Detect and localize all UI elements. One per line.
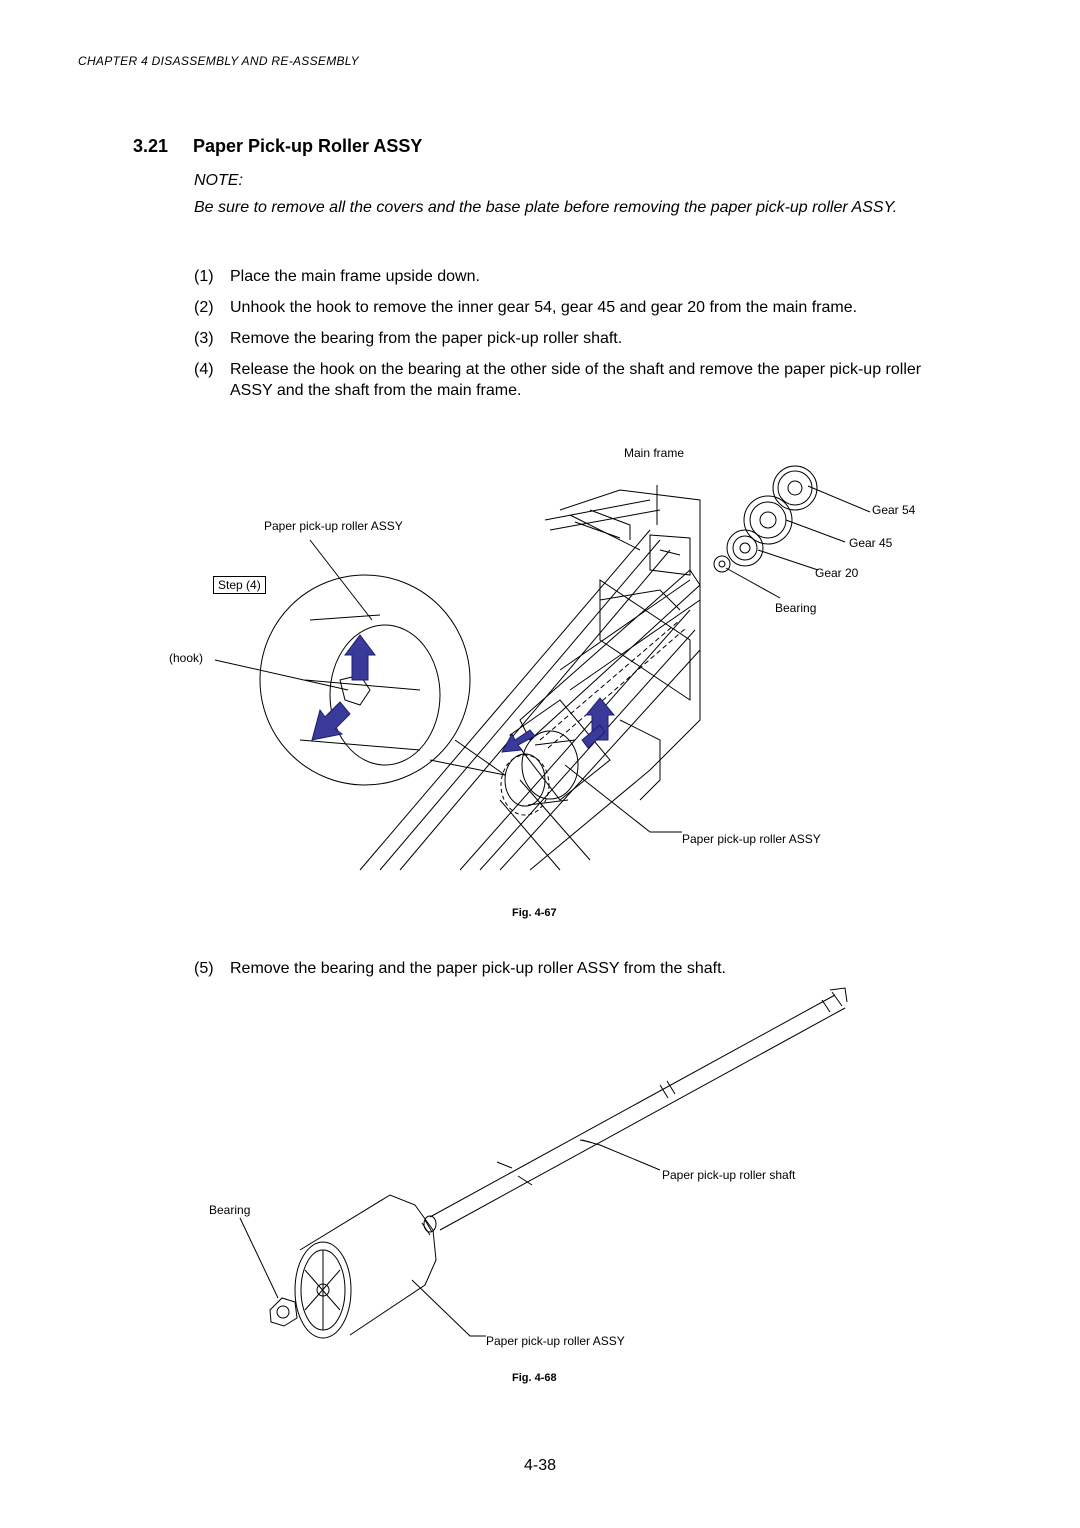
label-gear-54: Gear 54 bbox=[872, 503, 916, 517]
step-item: (2) Unhook the hook to remove the inner g… bbox=[194, 297, 954, 318]
leader-gear-20 bbox=[757, 549, 819, 571]
step-number: (4) bbox=[194, 361, 214, 378]
arrow-left-small-icon bbox=[501, 729, 536, 753]
figure-67-caption: Fig. 4-67 bbox=[512, 907, 557, 919]
label-bearing-68: Bearing bbox=[209, 1203, 250, 1217]
note-text: Be sure to remove all the covers and the… bbox=[194, 199, 898, 216]
step-number: (1) bbox=[194, 268, 214, 285]
chapter-header: CHAPTER 4 DISASSEMBLY AND RE-ASSEMBLY bbox=[78, 54, 359, 68]
section-title: Paper Pick-up Roller ASSY bbox=[193, 136, 423, 156]
arrow-up-icon bbox=[344, 634, 376, 681]
leader-hook bbox=[214, 659, 349, 691]
step-number: (5) bbox=[194, 960, 214, 977]
roller-body bbox=[299, 1194, 437, 1336]
label-roller-assy-top: Paper pick-up roller ASSY bbox=[264, 519, 403, 533]
label-bearing: Bearing bbox=[775, 601, 816, 615]
label-shaft: Paper pick-up roller shaft bbox=[662, 1168, 796, 1182]
step-list: (1) Place the main frame upside down. (2)… bbox=[194, 266, 954, 411]
zoom-circle bbox=[259, 574, 471, 786]
leader-shaft bbox=[581, 1139, 661, 1171]
step-text: Remove the bearing and the paper pick-up… bbox=[230, 960, 726, 977]
leader-bearing bbox=[725, 567, 781, 599]
step-item: (4) Release the hook on the bearing at th… bbox=[194, 359, 954, 401]
leader-gear-45 bbox=[785, 519, 846, 543]
bearing-part bbox=[269, 1297, 298, 1327]
step-item: (3) Remove the bearing from the paper pic… bbox=[194, 328, 954, 349]
zoom-pointer bbox=[429, 739, 506, 776]
section-number: 3.21 bbox=[133, 136, 169, 156]
gear-20-shape bbox=[726, 529, 764, 567]
step-text: Unhook the hook to remove the inner gear… bbox=[230, 299, 858, 316]
step-text: Release the hook on the bearing at the o… bbox=[230, 361, 922, 399]
label-hook: (hook) bbox=[169, 651, 203, 665]
label-roller-assy-bottom: Paper pick-up roller ASSY bbox=[682, 832, 821, 846]
leader-roller-68 bbox=[411, 1279, 486, 1337]
gear-45-shape bbox=[743, 495, 793, 545]
shaft-body bbox=[429, 994, 846, 1231]
leader-gear-54 bbox=[807, 485, 871, 513]
leader-roller-top bbox=[309, 539, 373, 621]
bearing-shape bbox=[713, 555, 731, 573]
label-roller-assy-68: Paper pick-up roller ASSY bbox=[486, 1334, 625, 1348]
roller-in-frame bbox=[521, 730, 579, 800]
note-heading: NOTE: bbox=[194, 172, 243, 189]
step-text: Place the main frame upside down. bbox=[230, 268, 480, 285]
section-heading: 3.21 Paper Pick-up Roller ASSY bbox=[133, 136, 422, 157]
roller-face bbox=[294, 1241, 352, 1339]
gear-54-shape bbox=[772, 465, 818, 511]
page-number: 4-38 bbox=[523, 1457, 557, 1474]
step-number: (3) bbox=[194, 330, 214, 347]
step-item: (1) Place the main frame upside down. bbox=[194, 266, 954, 287]
step-4-box: Step (4) bbox=[213, 576, 266, 594]
arrow-up-small-icon bbox=[584, 697, 616, 741]
step-text: Remove the bearing from the paper pick-u… bbox=[230, 330, 623, 347]
label-gear-20: Gear 20 bbox=[815, 566, 859, 580]
figure-68-caption: Fig. 4-68 bbox=[512, 1372, 557, 1384]
leader-bearing-68 bbox=[239, 1217, 279, 1299]
label-gear-45: Gear 45 bbox=[849, 536, 893, 550]
step-number: (2) bbox=[194, 299, 214, 316]
label-main-frame: Main frame bbox=[624, 446, 684, 460]
arrow-down-left-icon bbox=[311, 701, 351, 741]
step-item: (5) Remove the bearing and the paper pick… bbox=[194, 958, 954, 979]
main-frame-outline bbox=[529, 489, 701, 871]
figure-67-illustration: Main frame Paper pick-up roller ASSY (ho… bbox=[169, 446, 916, 871]
step-item-5: (5) Remove the bearing and the paper pick… bbox=[194, 958, 954, 989]
leader-roller-bottom bbox=[564, 764, 682, 833]
figure-68-illustration: Paper pick-up roller shaft Bearing Paper… bbox=[209, 987, 848, 1348]
